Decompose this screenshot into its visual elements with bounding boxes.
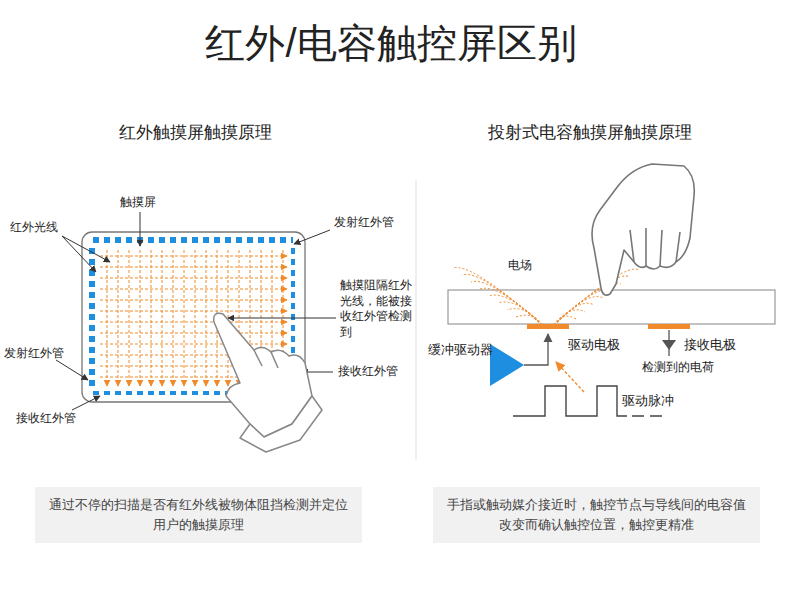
drive-pulse	[513, 386, 627, 416]
field-line	[554, 297, 603, 325]
pulse-continue	[632, 415, 662, 416]
callout-label: 红外光线	[10, 220, 58, 235]
divider	[416, 180, 417, 460]
charge-arrow	[662, 340, 676, 350]
caption-box: 手指或触动媒介接近时，触控节点与导线间的电容值改变而确认触控位置，触控更精准	[433, 487, 760, 543]
section-heading: 投射式电容触摸屏触摸原理	[440, 122, 740, 143]
ir-beam	[100, 267, 287, 268]
caption-box: 通过不停的扫描是否有红外线被物体阻挡检测并定位用户的触摸原理	[35, 487, 362, 543]
hand	[592, 164, 694, 295]
emitter-row	[93, 237, 293, 243]
receive-electrode	[648, 324, 690, 329]
callout-label: 接收电极	[684, 337, 736, 353]
callout-label: 接收红外管	[16, 411, 76, 426]
ir-beam	[184, 250, 185, 386]
caption-text: 通过不停的扫描是否有红外线被物体阻挡检测并定位用户的触摸原理	[49, 495, 348, 535]
field-line	[554, 290, 612, 325]
ir-beam	[100, 333, 287, 334]
ir-beam	[100, 311, 287, 312]
field-line	[453, 267, 542, 325]
field-line	[554, 303, 594, 325]
hand	[214, 313, 322, 452]
field-line	[480, 288, 542, 325]
ir-beam	[100, 289, 287, 290]
ir-beam	[100, 322, 287, 323]
wires	[524, 330, 669, 365]
callout-label: 驱动脉冲	[622, 393, 674, 409]
callout-label: 触摸屏	[120, 195, 156, 210]
pulse-arrow	[556, 362, 584, 392]
callout-label: 发射红外管	[334, 215, 394, 230]
callout-label: 发射红外管	[4, 346, 64, 361]
ir-beam	[100, 256, 287, 257]
callout-label: 电场	[508, 258, 532, 273]
field-line	[471, 281, 542, 325]
glass-panel	[448, 290, 775, 324]
field-line	[462, 274, 542, 325]
field-line	[554, 276, 630, 325]
callout-label: 驱动电极	[568, 337, 620, 353]
ir-beam	[100, 344, 287, 345]
callout-label: 缓冲驱动器	[428, 342, 493, 358]
callout-label: 检测到的电荷	[642, 360, 714, 375]
section-heading: 红外触摸屏触摸原理	[60, 122, 330, 143]
ir-beam	[100, 300, 287, 301]
ir-beam	[100, 278, 287, 279]
callout-label: 触摸阻隔红外光线，能被接收红外管检测到	[340, 278, 414, 340]
field-line	[507, 309, 542, 325]
drive-electrode	[527, 324, 569, 329]
field-line	[554, 269, 639, 325]
caption-text: 手指或触动媒介接近时，触控节点与导线间的电容值改变而确认触控位置，触控更精准	[447, 495, 746, 535]
ir-beam	[129, 250, 130, 386]
emitter-column	[89, 248, 95, 388]
buffer-driver	[490, 344, 524, 386]
page-title: 红外/电容触控屏区别	[0, 18, 786, 68]
callout-label: 接收红外管	[338, 364, 398, 379]
field-line	[489, 295, 542, 325]
